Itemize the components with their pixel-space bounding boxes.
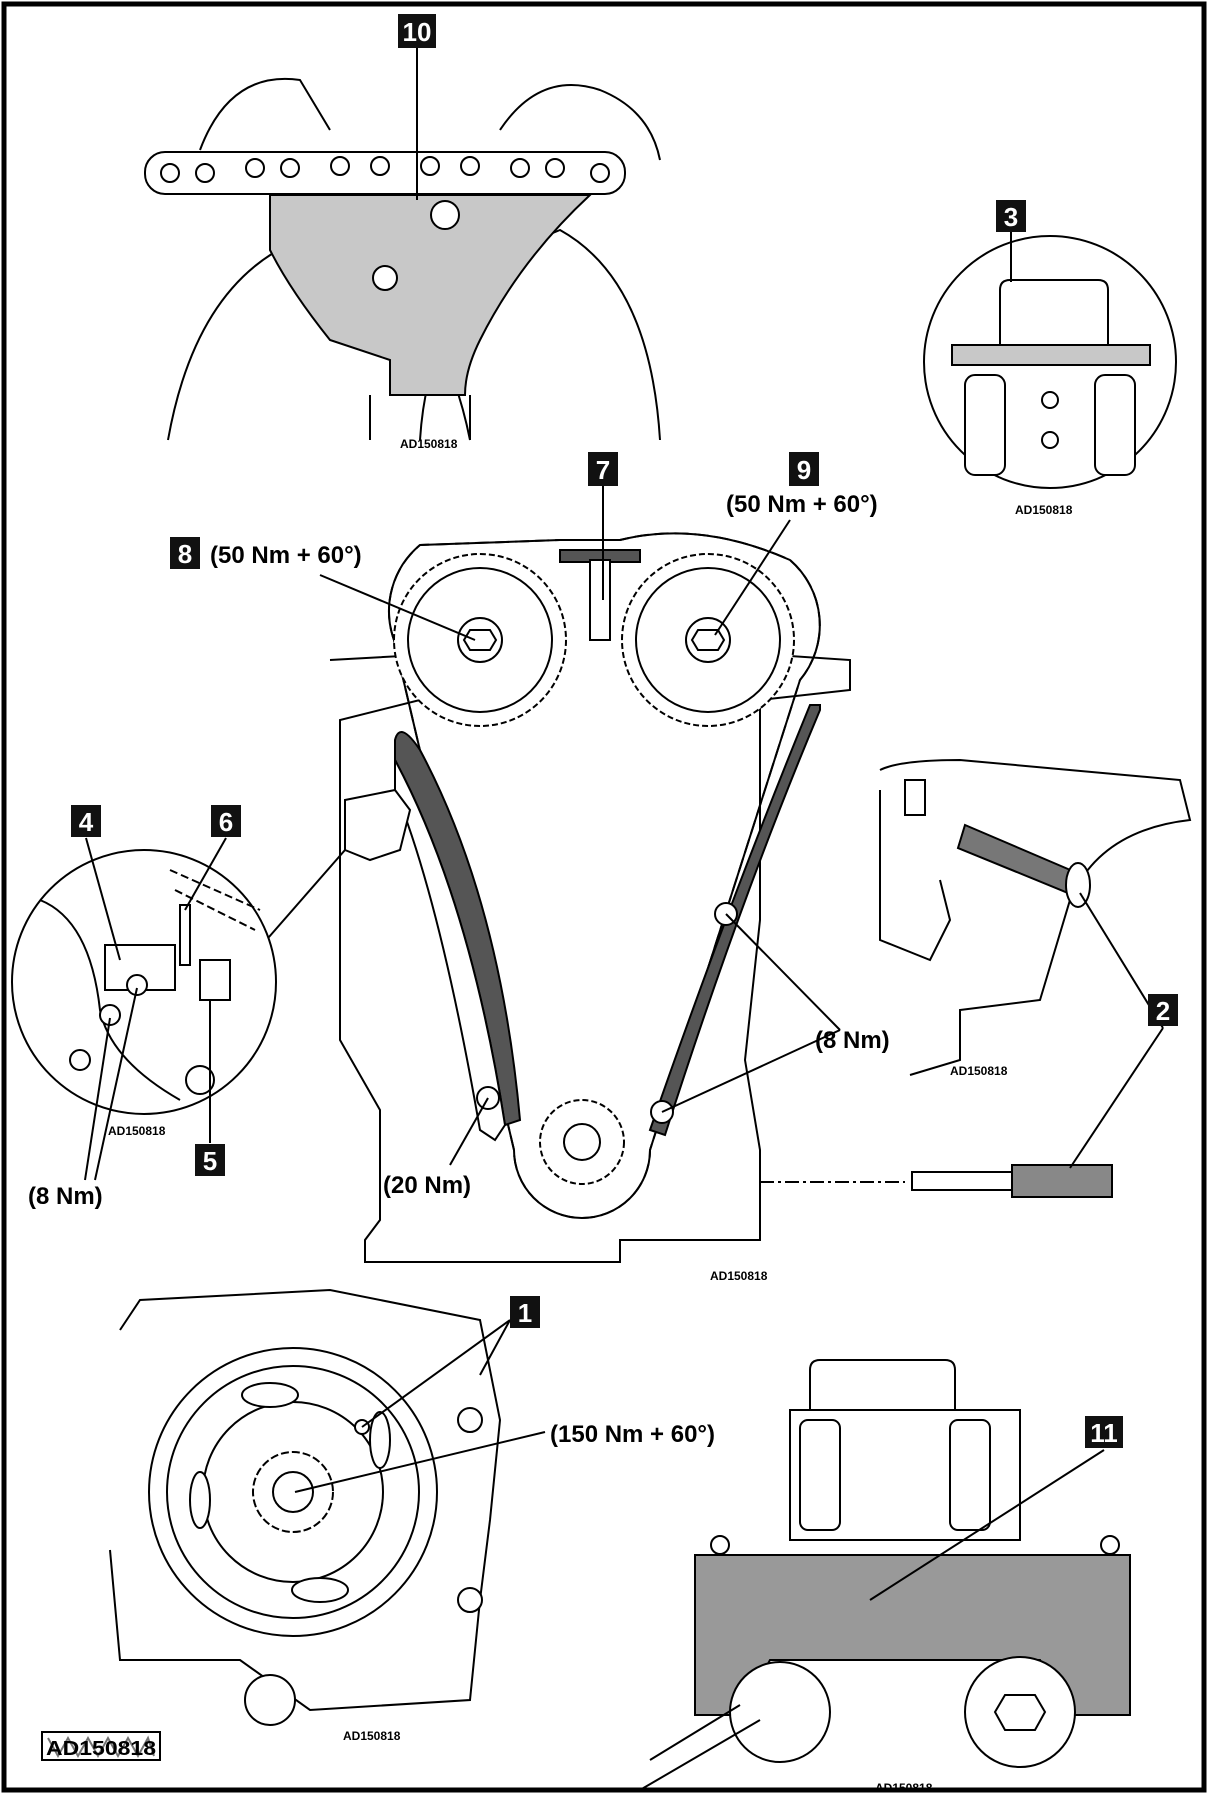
callout-3: 3 [996, 200, 1026, 232]
callout-4-label: 4 [79, 807, 94, 837]
ref-code-main: AD150818 [710, 1269, 768, 1283]
callout-11-label: 11 [1090, 1418, 1118, 1448]
ref-code-inset2: AD150818 [950, 1064, 1008, 1078]
callout-8-label: 8 [178, 539, 192, 569]
callout-11: 11 [1085, 1416, 1123, 1448]
ref-code-pulley: AD150818 [343, 1729, 401, 1743]
callout-1: 1 [510, 1296, 540, 1328]
callout-8: 8 [170, 537, 200, 569]
stamp-overprint-marks [47, 1735, 155, 1759]
locking-pin-loose [911, 1164, 1113, 1198]
callout-2: 2 [1148, 994, 1178, 1026]
torque-bolt-8: (50 Nm + 60°) [210, 542, 362, 569]
callout-9-label: 9 [797, 455, 811, 485]
callout-6: 6 [211, 805, 241, 837]
inset-chain-tool: AD150818 [144, 48, 661, 451]
callout-1-label: 1 [518, 1298, 532, 1328]
inset-crank-pulley: AD150818 [109, 1288, 546, 1743]
ref-code-head: AD150818 [875, 1781, 933, 1795]
torque-bolt-9: (50 Nm + 60°) [726, 491, 878, 518]
chain-links-top [144, 151, 626, 195]
callout-5: 5 [195, 1144, 225, 1176]
callout-7: 7 [588, 452, 618, 486]
callout-10-label: 10 [403, 17, 432, 47]
torque-guide-right: (8 Nm) [815, 1027, 890, 1054]
inset-tensioner-detail: AD150818 [11, 837, 277, 1181]
callout-3-label: 3 [1004, 202, 1018, 232]
callout-10: 10 [398, 14, 436, 48]
locking-pin-installed [956, 823, 1077, 895]
chain-tool-part [269, 194, 593, 396]
inset-camshaft-lock: AD150818 [923, 232, 1177, 517]
callout-2-label: 2 [1156, 996, 1170, 1026]
chain-tensioner [344, 788, 412, 862]
callout-4: 4 [71, 805, 101, 837]
inset-crank-pin: AD150818 [879, 758, 1192, 1198]
ref-code-inset3: AD150818 [1015, 503, 1073, 517]
stamp-text: AD150818 [46, 1738, 156, 1760]
callout-7-label: 7 [596, 455, 610, 485]
reference-stamp: AD150818 [41, 1731, 161, 1761]
torque-guide-left: (20 Nm) [383, 1172, 471, 1199]
callout-9: 9 [789, 452, 819, 486]
torque-crank: (150 Nm + 60°) [550, 1421, 715, 1448]
ref-code-inset4: AD150818 [108, 1124, 166, 1138]
inset-cylinder-head: AD150818 [639, 1359, 1131, 1795]
ref-code-top: AD150818 [400, 437, 458, 451]
main-timing-assembly: AD150818 [261, 485, 905, 1283]
callout-6-label: 6 [219, 807, 233, 837]
callout-5-label: 5 [203, 1146, 217, 1176]
torque-tensioner: (8 Nm) [28, 1183, 103, 1210]
